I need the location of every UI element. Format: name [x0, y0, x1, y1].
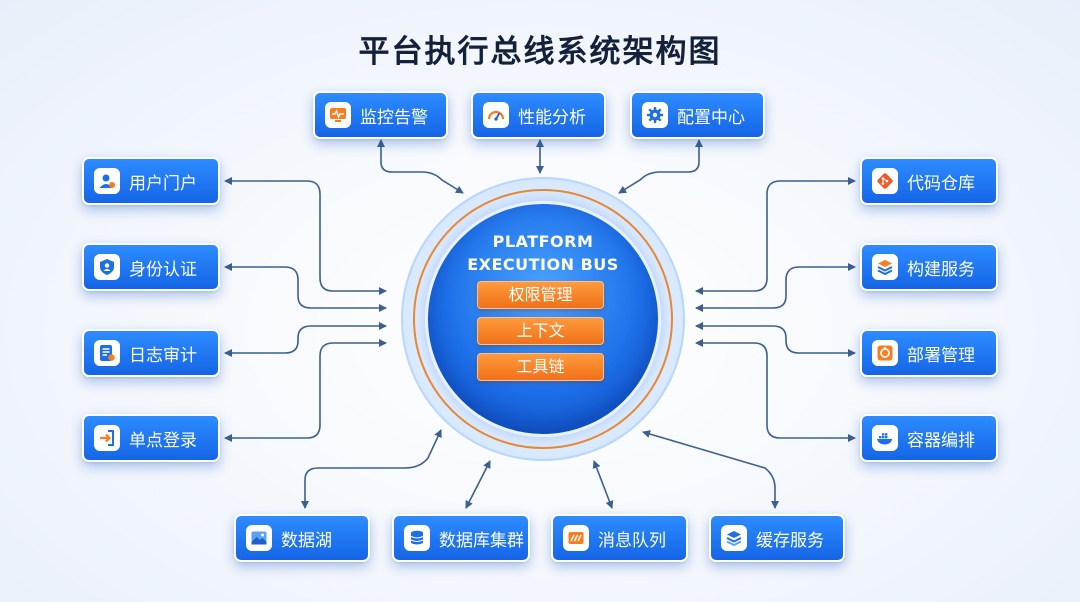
hub-item-permissions[interactable]: 权限管理	[477, 281, 604, 309]
node-label: 配置中心	[677, 107, 745, 128]
connector-left-2	[224, 263, 387, 312]
node-label: 身份认证	[129, 259, 197, 280]
node-config-center[interactable]: 配置中心	[630, 91, 765, 139]
node-user-portal[interactable]: 用户门户	[82, 157, 220, 205]
node-cache-service[interactable]: 缓存服务	[709, 514, 845, 562]
connector-bottom-1	[301, 429, 442, 509]
node-label: 日志审计	[129, 345, 197, 366]
node-performance-analysis[interactable]: 性能分析	[471, 91, 606, 139]
connector-right-3	[695, 322, 856, 357]
hub-orange-ring	[413, 189, 673, 449]
layers-icon	[872, 254, 898, 280]
node-log-audit[interactable]: 日志审计	[82, 329, 220, 377]
stack-icon	[721, 525, 747, 551]
node-monitor-alert[interactable]: 监控告警	[313, 91, 448, 139]
node-label: 数据湖	[281, 530, 332, 551]
gauge-icon	[483, 102, 509, 128]
node-deploy-management[interactable]: 部署管理	[860, 329, 998, 377]
node-label: 监控告警	[360, 107, 428, 128]
node-database-cluster[interactable]: 数据库集群	[392, 514, 530, 562]
connector-left-3	[224, 322, 387, 357]
connector-right-1	[695, 177, 856, 295]
node-label: 构建服务	[907, 259, 975, 280]
connector-bottom-4	[642, 430, 779, 509]
connector-top-3	[618, 139, 703, 194]
hub-item-context[interactable]: 上下文	[477, 317, 604, 345]
connector-left-4	[224, 339, 387, 442]
node-data-lake[interactable]: 数据湖	[234, 514, 370, 562]
node-container-orchestration[interactable]: 容器编排	[860, 414, 998, 462]
database-icon	[404, 525, 430, 551]
node-message-queue[interactable]: 消息队列	[551, 514, 688, 562]
node-label: 容器编排	[907, 430, 975, 451]
hub-item-toolchain[interactable]: 工具链	[477, 353, 604, 381]
log-document-icon	[94, 340, 120, 366]
gear-icon	[642, 102, 668, 128]
node-label: 数据库集群	[439, 530, 524, 551]
node-code-repository[interactable]: 代码仓库	[860, 157, 998, 205]
docker-icon	[872, 425, 898, 451]
connector-bottom-3	[592, 460, 614, 509]
node-single-sign-on[interactable]: 单点登录	[82, 414, 220, 462]
node-label: 单点登录	[129, 430, 197, 451]
node-label: 代码仓库	[907, 173, 975, 194]
hub-title-line2: EXECUTION BUS	[467, 255, 619, 274]
hub-title-line1: PLATFORM	[492, 232, 594, 251]
login-icon	[94, 425, 120, 451]
connector-right-2	[695, 263, 856, 312]
node-label: 消息队列	[598, 530, 666, 551]
diagram-title: 平台执行总线系统架构图	[358, 34, 722, 70]
node-identity-auth[interactable]: 身份认证	[82, 243, 220, 291]
message-queue-icon	[563, 525, 589, 551]
node-label: 缓存服务	[756, 530, 824, 551]
node-label: 部署管理	[907, 345, 975, 366]
shield-user-icon	[94, 254, 120, 280]
connector-top-1	[377, 139, 464, 194]
git-icon	[872, 168, 898, 194]
node-build-service[interactable]: 构建服务	[860, 243, 998, 291]
monitor-alert-icon	[325, 102, 351, 128]
node-label: 性能分析	[518, 107, 586, 128]
connector-bottom-2	[465, 460, 491, 509]
image-lake-icon	[246, 525, 272, 551]
node-label: 用户门户	[129, 173, 197, 194]
connector-right-4	[695, 339, 856, 442]
deploy-icon	[872, 340, 898, 366]
user-icon	[94, 168, 120, 194]
connector-left-1	[224, 177, 387, 295]
